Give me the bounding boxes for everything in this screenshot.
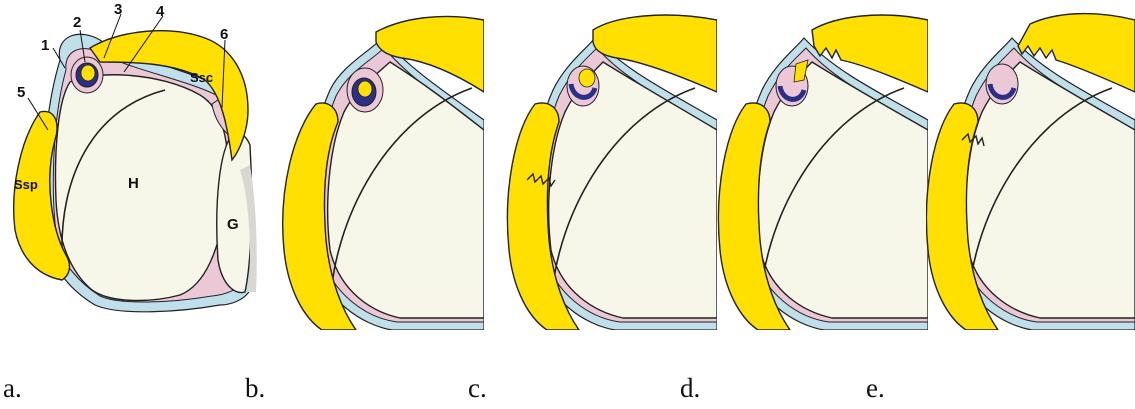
panel-e-diagram (926, 0, 1135, 330)
panel-label-e: e. (866, 373, 885, 404)
panel-label-c: c. (468, 373, 487, 404)
panel-label-a: a. (3, 373, 22, 404)
panel-label-d: d. (680, 373, 700, 404)
callout-3: 3 (114, 1, 122, 18)
label-ssc: Ssc (190, 70, 213, 85)
label-glenoid: G (227, 216, 239, 233)
biceps-tendon-core (81, 65, 95, 81)
panel-a-diagram: 1 2 3 4 5 6 Ssc Ssp H G (0, 0, 262, 330)
biceps-tendon-core (358, 81, 372, 97)
callout-5: 5 (17, 84, 25, 101)
panel-c-diagram (505, 0, 717, 330)
label-ssp: Ssp (14, 177, 38, 192)
panel-b-diagram (272, 0, 484, 330)
panel-d-diagram (716, 0, 928, 330)
panel-label-b: b. (245, 373, 265, 404)
humeral-head (966, 62, 1135, 318)
biceps-tendon-core (579, 69, 595, 87)
humeral-head (56, 75, 229, 301)
callout-4: 4 (156, 3, 165, 20)
callout-2: 2 (73, 14, 81, 31)
callout-1: 1 (41, 37, 49, 54)
callout-6: 6 (220, 26, 228, 43)
label-humeral-head: H (128, 175, 139, 192)
